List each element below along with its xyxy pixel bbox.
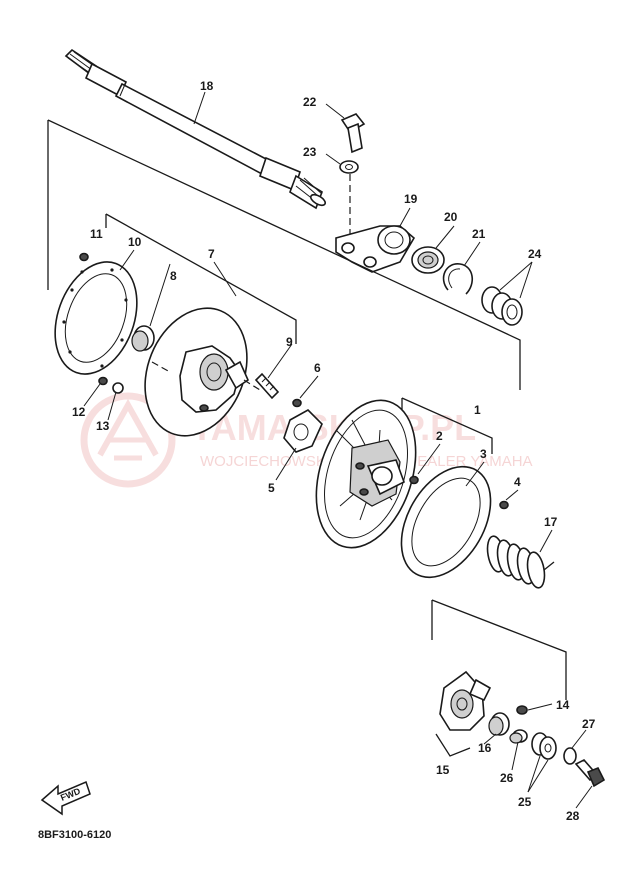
part-washer-13 (112, 382, 124, 394)
callout-6: 6 (314, 361, 321, 375)
callout-27: 27 (582, 717, 596, 731)
part-drive-shaft (64, 48, 327, 210)
callout-4: 4 (514, 475, 521, 489)
part-bolt-11 (79, 252, 89, 262)
assembly-lower-top (431, 599, 567, 700)
part-screw-6 (292, 398, 302, 408)
callout-13: 13 (96, 419, 110, 433)
part-nut-14 (516, 705, 528, 715)
part-collar-26 (509, 729, 528, 744)
part-pin-9 (254, 372, 280, 400)
bracket-15 (435, 733, 471, 757)
callout-21: 21 (472, 227, 486, 241)
part-circlip-21 (442, 263, 473, 295)
callout-28: 28 (566, 809, 580, 823)
callout-16: 16 (478, 741, 492, 755)
callout-8: 8 (170, 269, 177, 283)
part-sheave-7 (144, 307, 250, 437)
bracket-group-7 (105, 213, 297, 344)
callout-19: 19 (404, 192, 418, 206)
callout-15: 15 (436, 763, 450, 777)
part-bearing-20 (411, 246, 445, 274)
drawing-code: 8BF3100-6120 (38, 829, 111, 841)
callout-22: 22 (303, 95, 317, 109)
assembly-line-top (47, 119, 521, 390)
part-movable-sheave-1 (315, 399, 417, 549)
leader-lines (83, 91, 593, 809)
part-bushing-8 (131, 325, 155, 352)
callout-1: 1 (474, 403, 481, 417)
bracket-group-1 (401, 397, 493, 454)
part-plate-5 (283, 409, 323, 453)
part-washer-27 (563, 747, 577, 765)
part-bearing-housing-19 (335, 225, 416, 273)
callout-11: 11 (90, 227, 103, 241)
part-disc-3 (400, 465, 492, 579)
part-bolt-22 (340, 113, 366, 154)
callout-26: 26 (500, 771, 514, 785)
callout-20: 20 (444, 210, 458, 224)
callout-7: 7 (208, 247, 215, 261)
forward-direction-arrow: FWD (40, 780, 91, 816)
callout-18: 18 (200, 79, 214, 93)
part-spring-17 (486, 535, 555, 589)
callout-10: 10 (128, 235, 142, 249)
part-spacer-set-24 (481, 286, 523, 326)
part-cam-15 (439, 670, 492, 731)
callout-3: 3 (480, 447, 487, 461)
callout-2: 2 (436, 429, 443, 443)
part-disc-10 (54, 261, 138, 375)
guide-13 (151, 361, 171, 373)
yamaha-logo-watermark (80, 392, 176, 488)
part-bolt-28 (574, 759, 606, 788)
part-washer-23 (339, 160, 359, 174)
part-bushing-16 (488, 712, 510, 736)
callout-23: 23 (303, 145, 317, 159)
callout-14: 14 (556, 698, 570, 712)
callout-24: 24 (528, 247, 542, 261)
callout-12: 12 (72, 405, 86, 419)
callout-9: 9 (286, 335, 293, 349)
callout-25: 25 (518, 795, 532, 809)
callout-5: 5 (268, 481, 275, 495)
guide-9 (243, 379, 261, 391)
part-screw-2 (409, 475, 419, 485)
part-bolt-4 (499, 500, 509, 510)
callout-17: 17 (544, 515, 558, 529)
callout-labels: 18 22 23 19 20 21 24 11 10 7 8 9 6 5 12 … (72, 79, 596, 823)
part-bolt-12 (98, 376, 108, 386)
part-washer-set-25 (531, 732, 557, 760)
